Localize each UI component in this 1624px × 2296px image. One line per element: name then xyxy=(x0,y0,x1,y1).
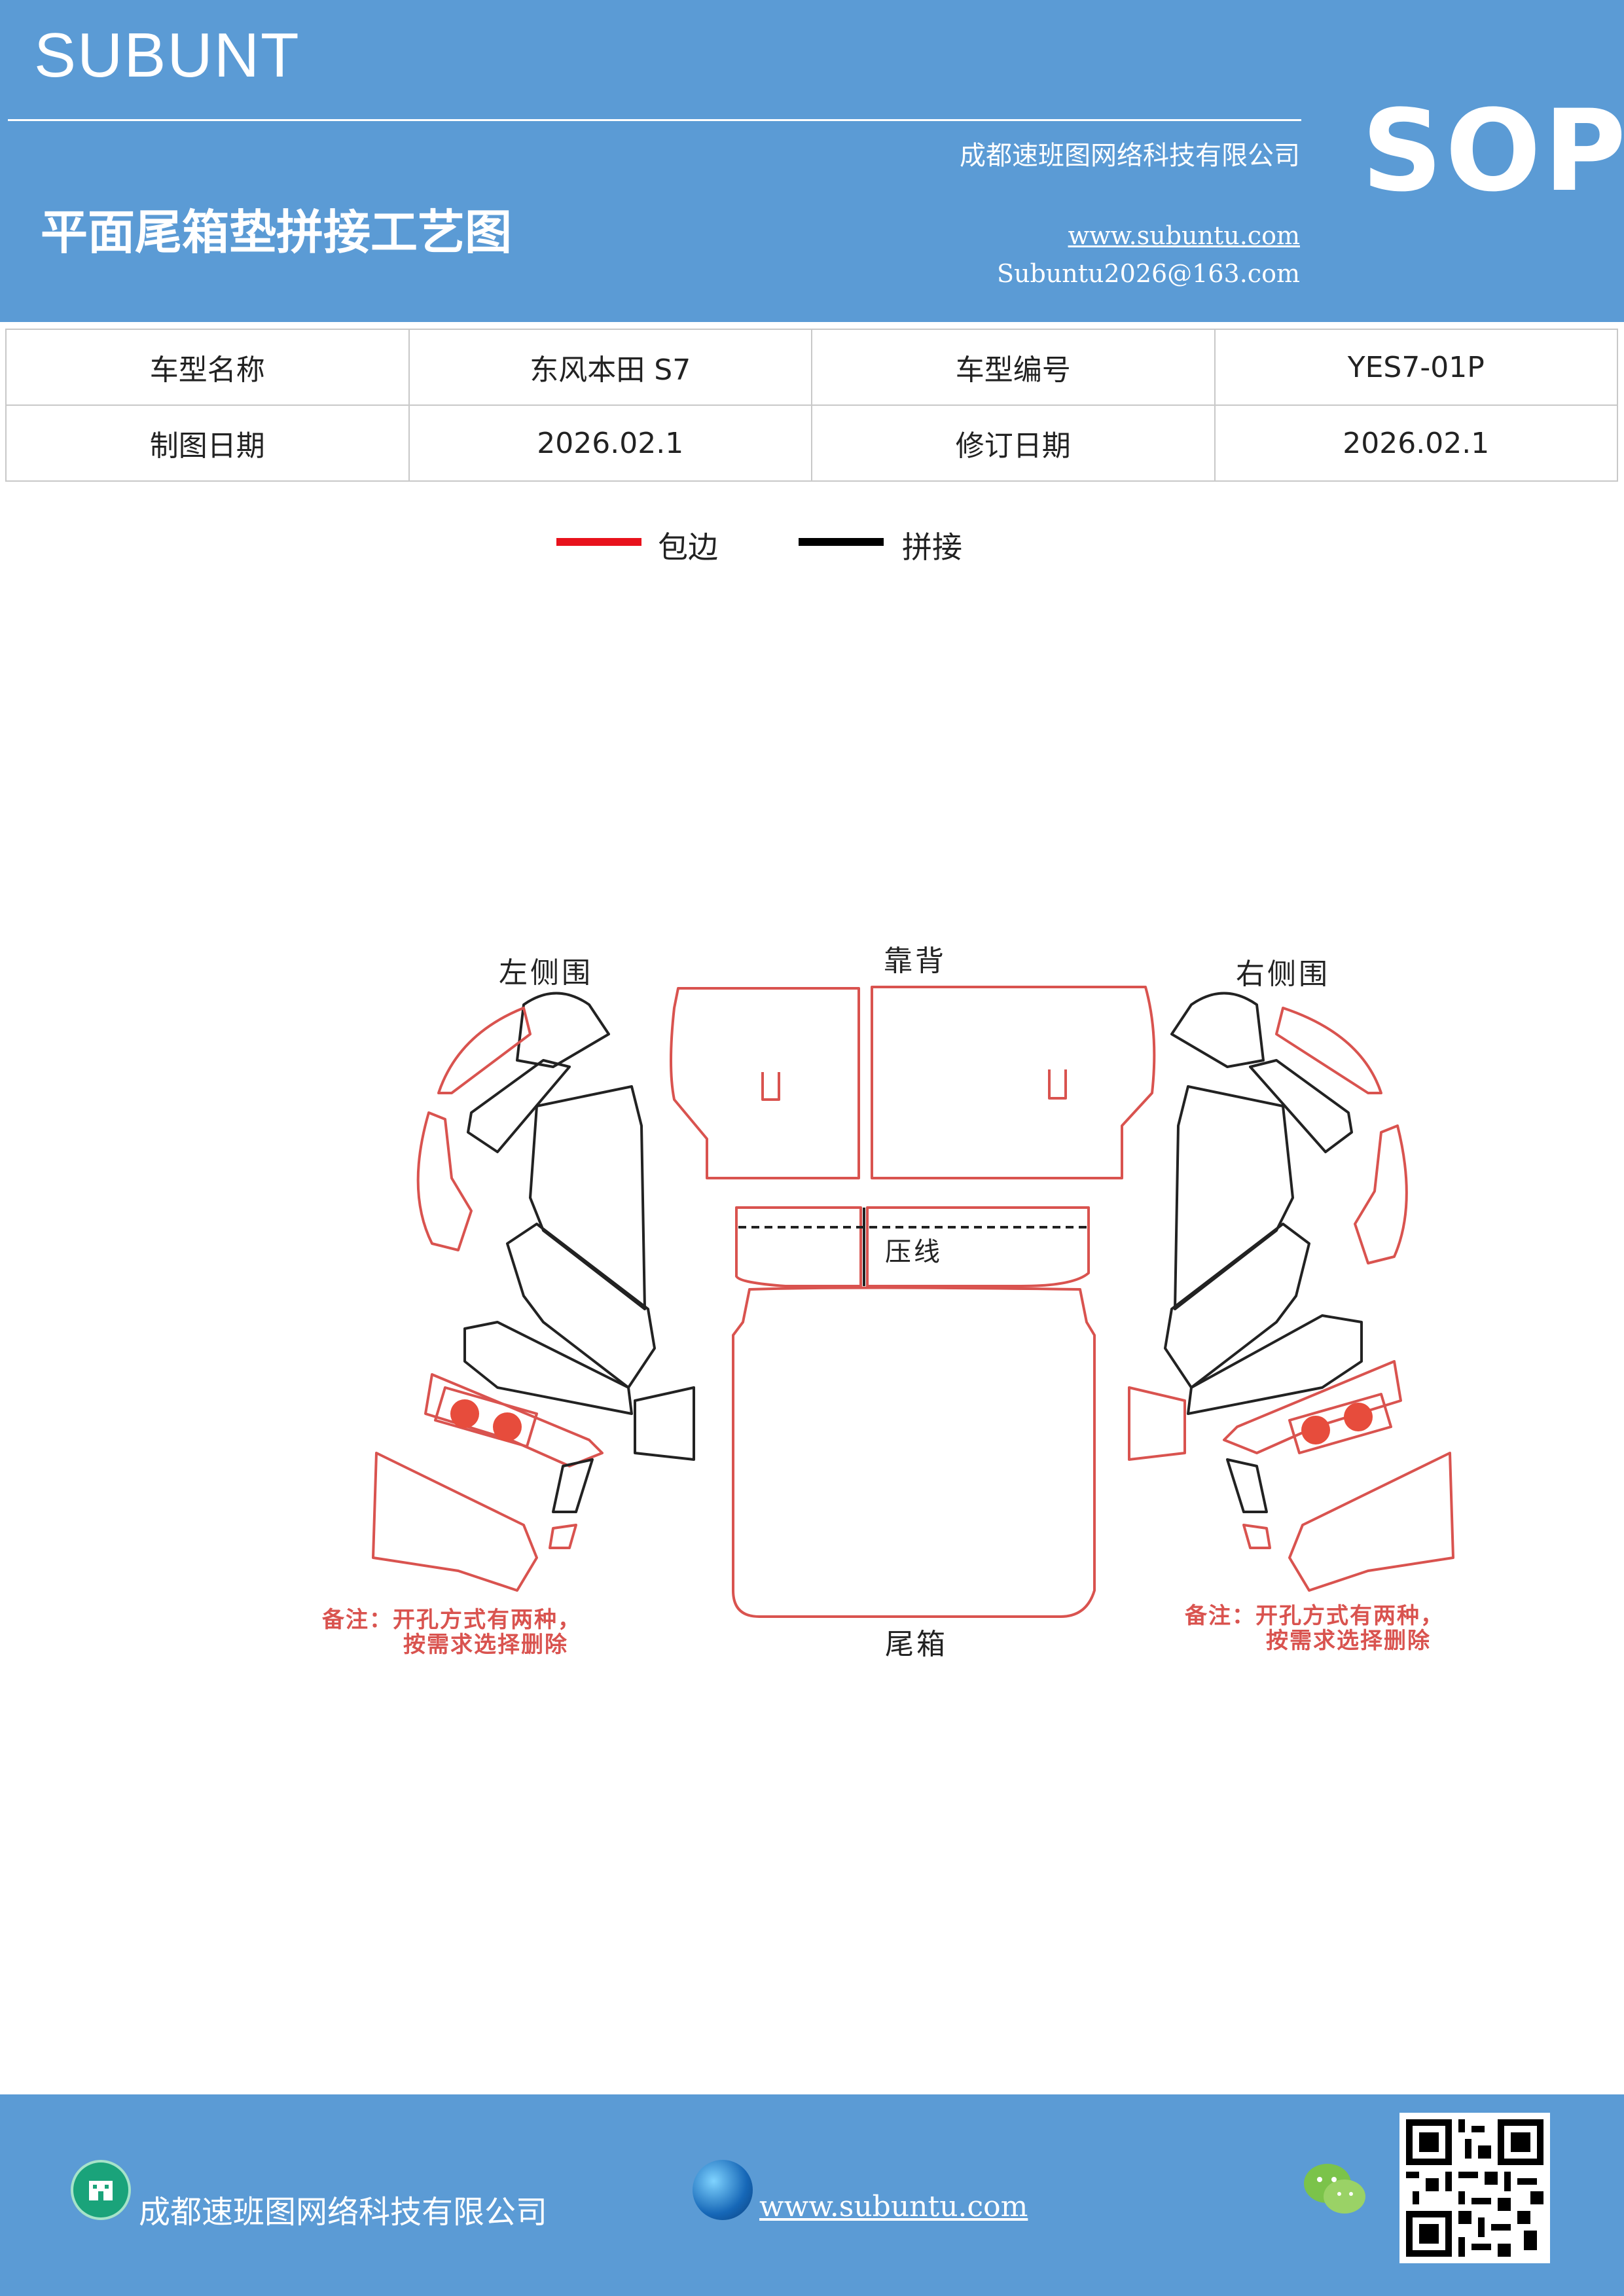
table-cell: 2026.02.1 xyxy=(1214,404,1618,482)
page-title: 平面尾箱垫拼接工艺图 xyxy=(41,205,513,260)
note-line: 备注：开孔方式有两种， xyxy=(1185,1603,1444,1629)
table-cell: 修订日期 xyxy=(811,404,1216,482)
legend-seam-label: 拼接 xyxy=(902,529,962,565)
globe-icon xyxy=(693,2160,753,2220)
left-side-piece xyxy=(549,1524,577,1549)
left-side-piece xyxy=(437,1007,532,1094)
logo-flower-icon xyxy=(1344,1403,1373,1431)
logo-patch xyxy=(434,1386,538,1448)
crease-panel-right xyxy=(866,1206,1090,1287)
left-side-piece xyxy=(506,1223,656,1389)
label-right-side: 右侧围 xyxy=(1236,958,1330,991)
left-side-piece xyxy=(463,1321,633,1415)
right-side-piece xyxy=(1187,1314,1363,1415)
right-side-piece xyxy=(1226,1458,1268,1513)
footer-banner: 成都速班图网络科技有限公司 www.subuntu.com xyxy=(0,2094,1624,2296)
wechat-icon xyxy=(1303,2160,1368,2219)
slot-icon xyxy=(1048,1069,1067,1100)
backrest-right-panel xyxy=(871,986,1156,1179)
footer-website-link[interactable]: www.subuntu.com xyxy=(759,2190,1028,2223)
crease-panel-left xyxy=(735,1206,862,1287)
label-crease: 压线 xyxy=(885,1237,943,1267)
label-backrest: 靠背 xyxy=(884,944,947,978)
right-side-piece xyxy=(1174,1085,1294,1310)
label-trunk: 尾箱 xyxy=(885,1628,948,1661)
building-icon xyxy=(71,2160,131,2220)
logo-flower-icon xyxy=(493,1412,522,1441)
legend-edge-label: 包边 xyxy=(658,529,718,565)
slot-icon xyxy=(761,1072,780,1101)
table-cell: 车型名称 xyxy=(5,329,410,406)
left-side-piece xyxy=(529,1085,646,1310)
right-side-piece xyxy=(1354,1124,1408,1265)
table-cell: 东风本田 S7 xyxy=(408,329,812,406)
note-left: 备注：开孔方式有两种， 按需求选择删除 xyxy=(322,1607,581,1657)
right-side-piece xyxy=(1223,1360,1402,1454)
header-divider xyxy=(8,119,1301,121)
note-line: 按需求选择删除 xyxy=(1266,1628,1431,1654)
left-side-piece xyxy=(416,1111,473,1251)
trunk-mat-diagram xyxy=(372,986,1454,1618)
table-row: 车型名称 东风本田 S7 车型编号 YES7-01P xyxy=(5,329,1618,406)
line-legend: 包边 拼接 xyxy=(0,524,1624,576)
header-banner: SUBUNT 成都速班图网络科技有限公司 SOP 平面尾箱垫拼接工艺图 www.… xyxy=(0,0,1624,322)
footer-company-name: 成都速班图网络科技有限公司 xyxy=(139,2194,548,2231)
logo-flower-icon xyxy=(450,1399,479,1428)
table-cell: 车型编号 xyxy=(811,329,1216,406)
table-cell: YES7-01P xyxy=(1214,329,1618,406)
left-side-piece xyxy=(372,1452,538,1592)
header-company-name: 成都速班图网络科技有限公司 xyxy=(960,141,1300,171)
table-row: 制图日期 2026.02.1 修订日期 2026.02.1 xyxy=(5,404,1618,482)
table-cell: 2026.02.1 xyxy=(408,404,812,482)
left-side-piece xyxy=(634,1386,695,1461)
header-email: Subuntu2026@163.com xyxy=(996,259,1300,288)
left-side-piece xyxy=(516,992,610,1068)
label-left-side: 左侧围 xyxy=(499,956,593,990)
note-line: 按需求选择删除 xyxy=(403,1632,568,1658)
note-right: 备注：开孔方式有两种， 按需求选择删除 xyxy=(1185,1604,1444,1653)
table-cell: 制图日期 xyxy=(5,404,410,482)
right-side-piece xyxy=(1164,1223,1310,1389)
legend-edge-swatch xyxy=(556,538,641,546)
header-website-link[interactable]: www.subuntu.com xyxy=(1068,221,1300,250)
right-side-piece xyxy=(1275,1007,1382,1094)
logo-flower-icon xyxy=(1301,1416,1330,1444)
right-side-piece xyxy=(1128,1386,1186,1461)
brand-logo-text: SUBUNT xyxy=(34,20,300,90)
left-side-piece xyxy=(424,1373,604,1467)
right-side-piece xyxy=(1242,1524,1271,1549)
backrest-left-panel xyxy=(670,987,860,1179)
right-side-piece xyxy=(1249,1059,1353,1153)
left-side-piece xyxy=(467,1059,571,1153)
sop-badge: SOP xyxy=(1362,85,1624,217)
trunk-floor-panel xyxy=(732,1286,1096,1618)
vehicle-info-table: 车型名称 东风本田 S7 车型编号 YES7-01P 制图日期 2026.02.… xyxy=(5,329,1618,482)
note-line: 备注：开孔方式有两种， xyxy=(322,1607,581,1633)
left-side-piece xyxy=(552,1458,594,1513)
logo-patch xyxy=(1288,1393,1392,1454)
right-side-piece xyxy=(1288,1452,1454,1592)
legend-seam-swatch xyxy=(799,538,884,546)
qr-code-icon xyxy=(1399,2113,1550,2263)
right-side-piece xyxy=(1170,992,1265,1068)
